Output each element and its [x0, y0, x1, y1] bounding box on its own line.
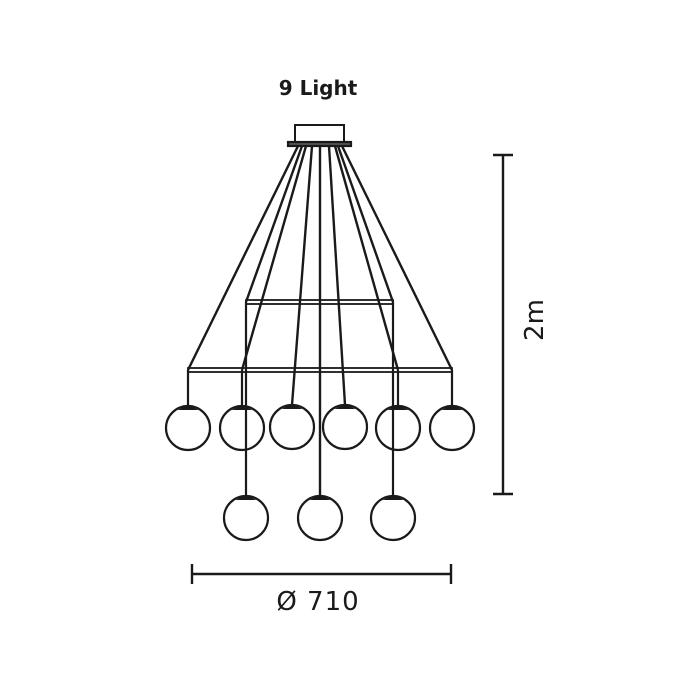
height-dimension-line [493, 153, 513, 496]
globe [164, 404, 212, 452]
suspension-cables [186, 145, 454, 496]
globes-row-2 [222, 494, 417, 542]
globe [321, 403, 369, 451]
globe [374, 404, 422, 452]
globe [218, 404, 266, 452]
upper-ring [244, 299, 395, 496]
globe [428, 404, 476, 452]
globe [268, 403, 316, 451]
globe [296, 494, 344, 542]
diameter-dimension-line [190, 564, 453, 584]
globes-row-1 [164, 403, 476, 452]
diameter-label: Ø 710 [276, 587, 360, 617]
ceiling-canopy [294, 124, 345, 143]
diagram-title: 9 Light [278, 76, 358, 100]
lower-ring [186, 367, 454, 406]
height-label: 2m [520, 299, 550, 341]
canopy-plate [286, 140, 353, 148]
globe [369, 494, 417, 542]
globe [222, 494, 270, 542]
globe-caps [178, 405, 462, 500]
